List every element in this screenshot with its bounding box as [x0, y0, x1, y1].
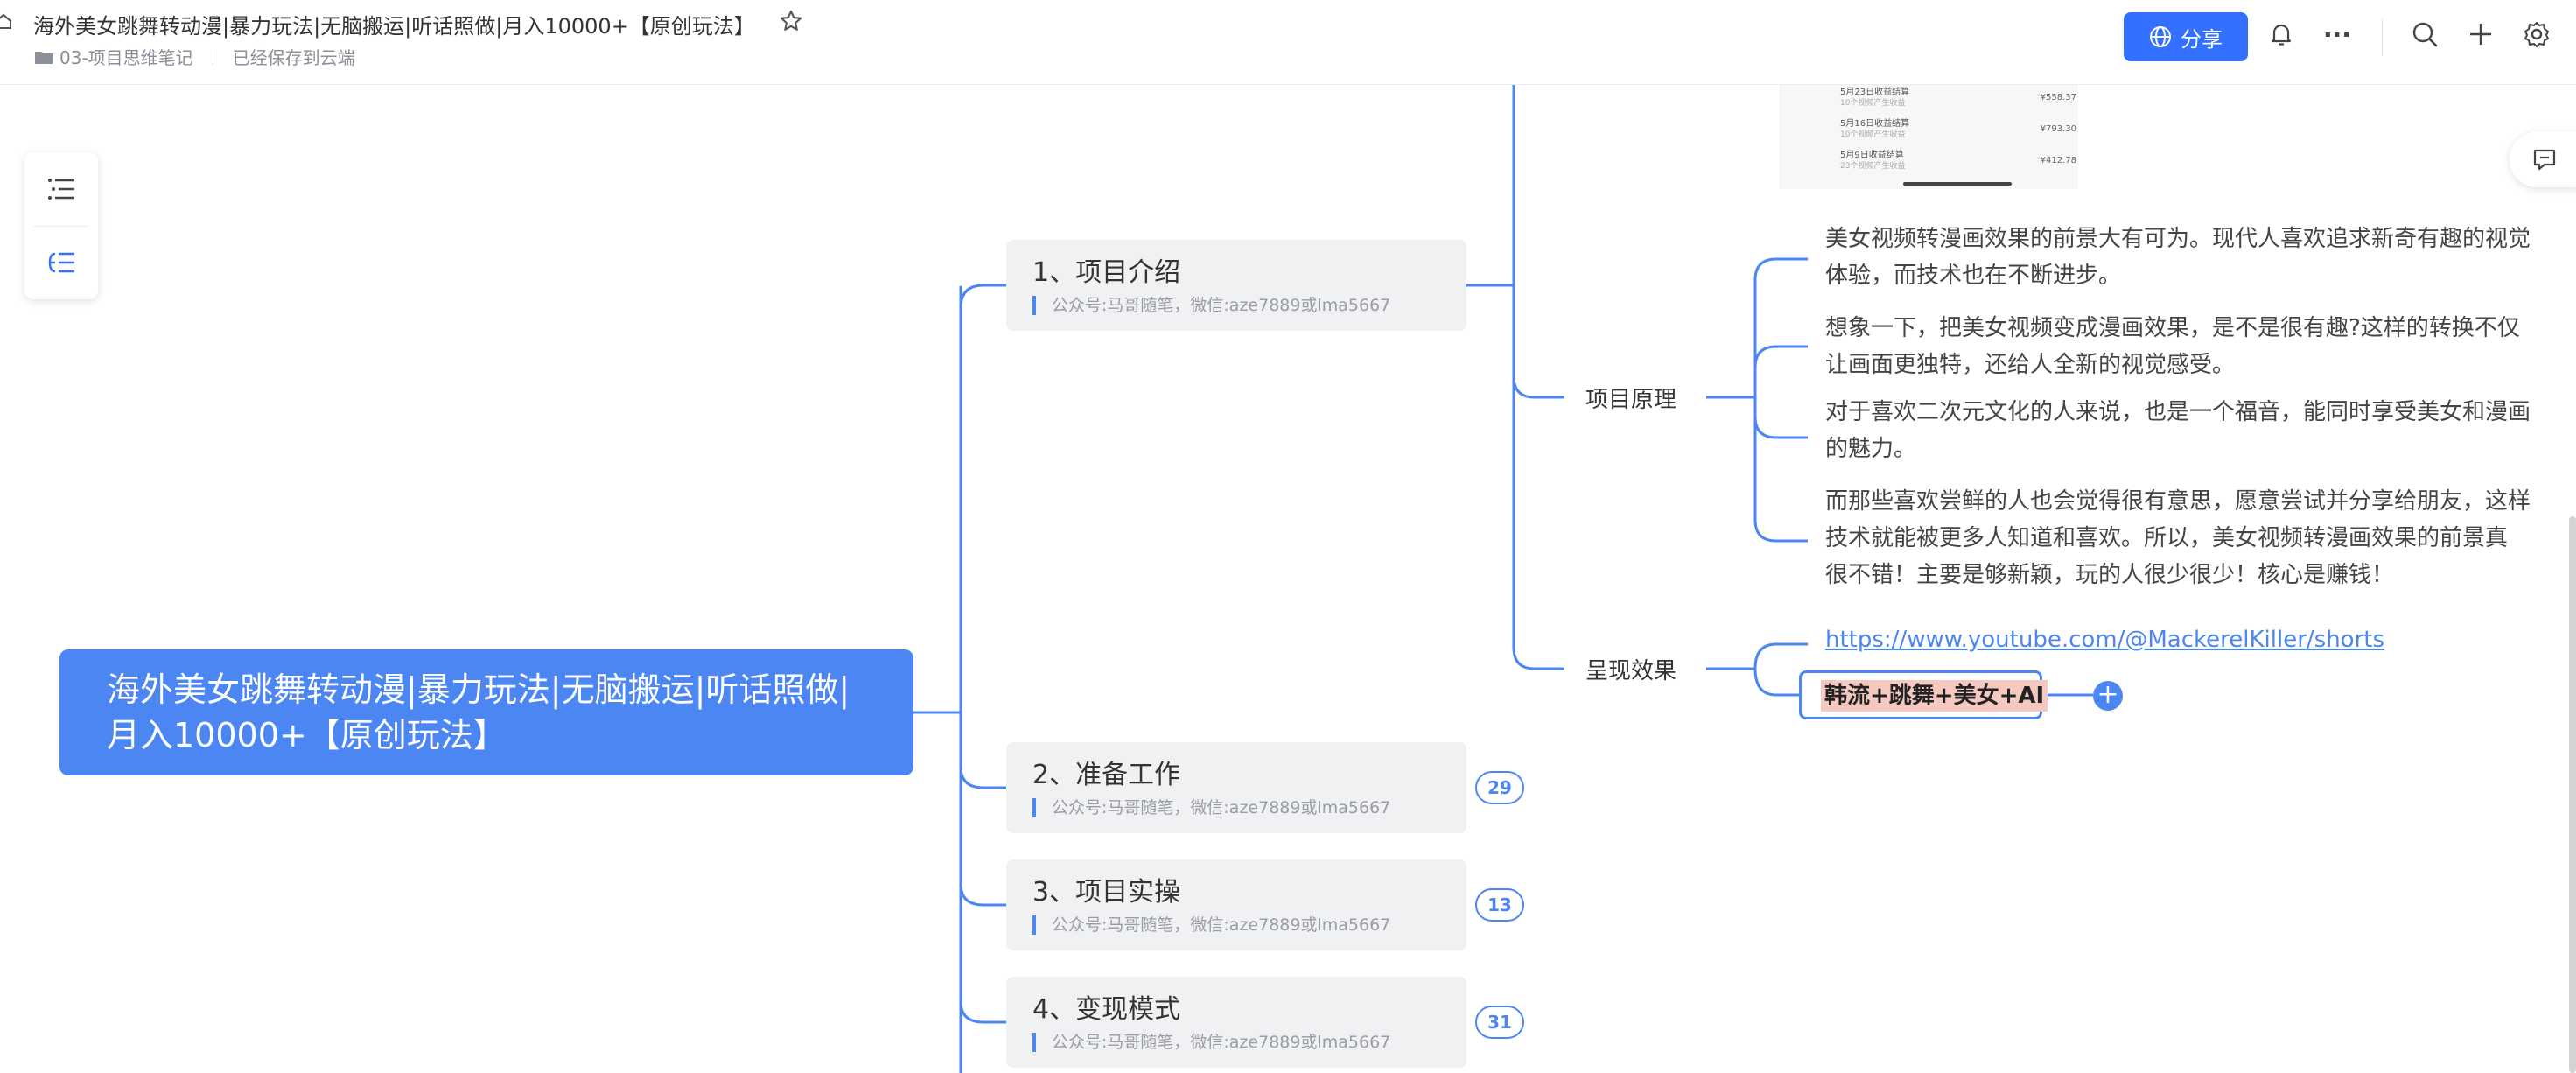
topic-note: 公众号:马哥随笔，微信:aze7889或lma5667 — [1032, 798, 1390, 817]
comment-button[interactable] — [2510, 131, 2576, 187]
topic-title: 1、项目介绍 — [1032, 257, 1181, 288]
view-toolbar — [24, 152, 98, 299]
toolbar-divider — [33, 226, 89, 227]
subtopic-principle[interactable]: 项目原理 — [1586, 387, 1677, 413]
structure-icon — [48, 252, 74, 273]
root-title-line1: 海外美女跳舞转动漫|暴力玩法|无脑搬运|听话照做| — [107, 670, 850, 709]
folder-icon — [35, 51, 52, 64]
comment-icon — [2533, 149, 2556, 171]
home-icon[interactable] — [0, 12, 12, 30]
topic-title: 3、项目实操 — [1032, 877, 1181, 908]
topic-node[interactable]: 3、项目实操 公众号:马哥随笔，微信:aze7889或lma5667 — [1006, 859, 1466, 950]
principle-paragraph[interactable]: 想象一下，把美女视频变成漫画效果，是不是很有趣?这样的转换不仅 让画面更独特，还… — [1825, 315, 2520, 378]
add-button[interactable] — [2466, 19, 2496, 49]
folder-name[interactable]: 03-项目思维笔记 — [60, 47, 193, 68]
plus-icon — [2470, 24, 2491, 45]
notification-button[interactable] — [2266, 19, 2296, 49]
thumbnail-row: 5月9日收益结算 23个视频产生收益 ¥412.78 — [1840, 151, 2076, 171]
document-title[interactable]: 海外美女跳舞转动漫|暴力玩法|无脑搬运|听话照做|月入10000+【原创玩法】 — [33, 14, 755, 39]
share-button[interactable]: 分享 — [2124, 12, 2248, 61]
topic-node[interactable]: 2、准备工作 公众号:马哥随笔，微信:aze7889或lma5667 — [1006, 742, 1466, 833]
selected-node[interactable]: 韩流+跳舞+美女+AI — [1799, 670, 2048, 719]
collapsed-count-badge[interactable]: 31 — [1475, 1006, 1524, 1039]
breadcrumb-divider — [212, 48, 214, 65]
root-title-line2: 月入10000+【原创玩法】 — [107, 716, 507, 754]
bell-icon — [2271, 24, 2292, 46]
principle-paragraph[interactable]: 而那些喜欢尝鲜的人也会觉得很有意思，愿意尝试并分享给朋友，这样 技术就能被更多人… — [1825, 488, 2531, 588]
thumbnail-home-indicator — [1903, 182, 2012, 186]
principle-paragraph[interactable]: 美女视频转漫画效果的前景大有可为。现代人喜欢追求新奇有趣的视觉 体验，而技术也在… — [1825, 226, 2531, 289]
vertical-scrollbar[interactable] — [2569, 516, 2576, 1073]
youtube-link[interactable]: https://www.youtube.com/@MackerelKiller/… — [1825, 627, 2385, 653]
outline-icon — [48, 179, 74, 200]
topic-title: 4、变现模式 — [1032, 994, 1181, 1025]
collapsed-count-badge[interactable]: 29 — [1475, 771, 1524, 804]
topic-title: 2、准备工作 — [1032, 760, 1181, 790]
star-icon[interactable] — [779, 9, 803, 33]
save-status: 已经保存到云端 — [232, 47, 355, 68]
globe-icon — [2150, 26, 2171, 47]
topic-note: 公众号:马哥随笔，微信:aze7889或lma5667 — [1032, 296, 1390, 315]
principle-paragraph[interactable]: 对于喜欢二次元文化的人来说，也是一个福音，能同时享受美女和漫画 的魅力。 — [1825, 399, 2531, 462]
add-child-button[interactable]: + — [2093, 681, 2123, 711]
subtopic-effect[interactable]: 呈现效果 — [1586, 658, 1677, 684]
selected-node-text[interactable]: 韩流+跳舞+美女+AI — [1821, 680, 2048, 712]
earnings-screenshot-image: 5月23日收益结算 10个视频产生收益 ¥558.37 5月16日收益结算 10… — [1780, 84, 2078, 189]
topic-node[interactable]: 4、变现模式 公众号:马哥随笔，微信:aze7889或lma5667 — [1006, 977, 1466, 1068]
header-divider — [2382, 19, 2383, 56]
topic-node[interactable]: 1、项目介绍 公众号:马哥随笔，微信:aze7889或lma5667 — [1006, 240, 1466, 331]
share-label: 分享 — [2180, 26, 2222, 52]
gear-icon — [2524, 22, 2549, 47]
top-bar: 海外美女跳舞转动漫|暴力玩法|无脑搬运|听话照做|月入10000+【原创玩法】 … — [0, 0, 2576, 85]
outline-view-button[interactable] — [24, 152, 98, 226]
search-button[interactable] — [2410, 19, 2440, 49]
collapsed-count-badge[interactable]: 13 — [1475, 888, 1524, 922]
settings-button[interactable] — [2522, 19, 2552, 49]
topic-note: 公众号:马哥随笔，微信:aze7889或lma5667 — [1032, 915, 1390, 935]
topic-note: 公众号:马哥随笔，微信:aze7889或lma5667 — [1032, 1033, 1390, 1052]
thumbnail-row: 5月23日收益结算 10个视频产生收益 ¥558.37 — [1840, 88, 2076, 108]
search-icon — [2412, 22, 2438, 47]
root-node[interactable]: 海外美女跳舞转动漫|暴力玩法|无脑搬运|听话照做| 月入10000+【原创玩法】 — [60, 649, 914, 775]
thumbnail-row: 5月16日收益结算 10个视频产生收益 ¥793.30 — [1840, 119, 2076, 139]
mindmap-view-button[interactable] — [24, 226, 98, 299]
more-icon[interactable]: ··· — [2323, 19, 2351, 49]
breadcrumb: 03-项目思维笔记 已经保存到云端 — [35, 44, 355, 69]
